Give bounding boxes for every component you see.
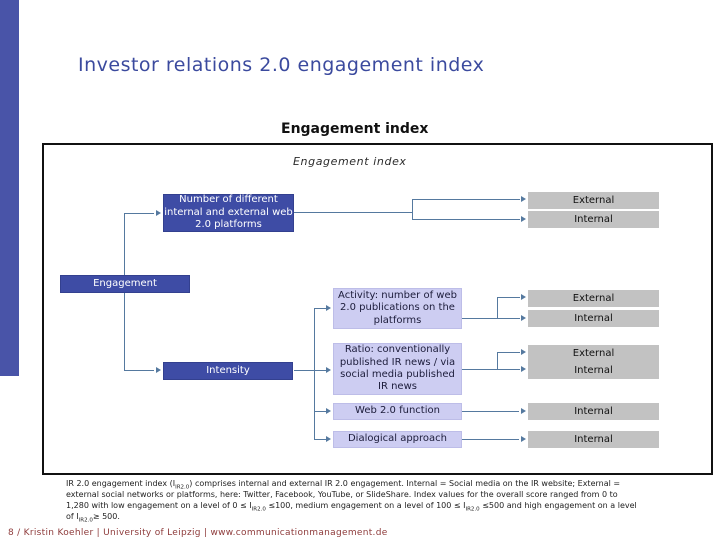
connector-line <box>412 199 413 220</box>
slide-title: Investor relations 2.0 engagement index <box>78 54 485 76</box>
template-side-bar <box>0 0 19 376</box>
arrowhead-icon <box>521 294 526 300</box>
arrowhead-icon <box>521 408 526 414</box>
arrowhead-icon <box>521 315 526 321</box>
target-external-activity: External <box>528 290 659 307</box>
node-intensity: Intensity <box>163 362 293 380</box>
node-platforms: Number of different internal and externa… <box>163 194 294 232</box>
connector-line <box>314 439 327 440</box>
arrowhead-icon <box>326 367 331 373</box>
node-ratio: Ratio: conventionally published IR news … <box>333 343 462 395</box>
connector-line <box>462 411 519 412</box>
node-web20-function: Web 2.0 function <box>333 403 462 420</box>
connector-line <box>314 308 315 440</box>
connector-line <box>497 297 498 319</box>
target-internal-web20: Internal <box>528 403 659 420</box>
connector-line <box>462 439 519 440</box>
footnote: IR 2.0 engagement index (IIR2.0) compris… <box>66 479 637 524</box>
connector-line <box>497 318 520 319</box>
arrowhead-icon <box>521 196 526 202</box>
connector-line <box>497 297 520 298</box>
target-internal-ratio: Internal <box>528 362 659 379</box>
arrowhead-icon <box>326 305 331 311</box>
arrowhead-icon <box>521 216 526 222</box>
arrowhead-icon <box>521 436 526 442</box>
connector-line <box>124 213 154 214</box>
target-external-ratio: External <box>528 345 659 362</box>
target-external-platforms: External <box>528 192 659 209</box>
arrowhead-icon <box>326 408 331 414</box>
connector-line <box>462 369 497 370</box>
diagram-title: Engagement index <box>293 155 407 168</box>
target-internal-dialogical: Internal <box>528 431 659 448</box>
connector-line <box>412 199 520 200</box>
connector-line <box>497 352 498 370</box>
connector-line <box>124 370 154 371</box>
connector-line <box>462 318 497 319</box>
arrowhead-icon <box>521 366 526 372</box>
node-activity: Activity: number of web 2.0 publications… <box>333 288 462 329</box>
connector-line <box>314 308 327 309</box>
target-internal-activity: Internal <box>528 310 659 327</box>
arrowhead-icon <box>326 436 331 442</box>
arrowhead-icon <box>521 349 526 355</box>
connector-line <box>412 219 520 220</box>
slide-footer: 8 / Kristin Koehler | University of Leip… <box>8 528 388 538</box>
arrowhead-icon <box>156 210 161 216</box>
node-engagement: Engagement <box>60 275 190 293</box>
connector-line <box>294 212 412 213</box>
connector-line <box>497 352 520 353</box>
arrowhead-icon <box>156 367 161 373</box>
connector-line <box>294 370 328 371</box>
target-internal-platforms: Internal <box>528 211 659 228</box>
node-dialogical-approach: Dialogical approach <box>333 431 462 448</box>
connector-line <box>314 411 327 412</box>
connector-line <box>497 369 520 370</box>
diagram-heading: Engagement index <box>281 121 429 137</box>
